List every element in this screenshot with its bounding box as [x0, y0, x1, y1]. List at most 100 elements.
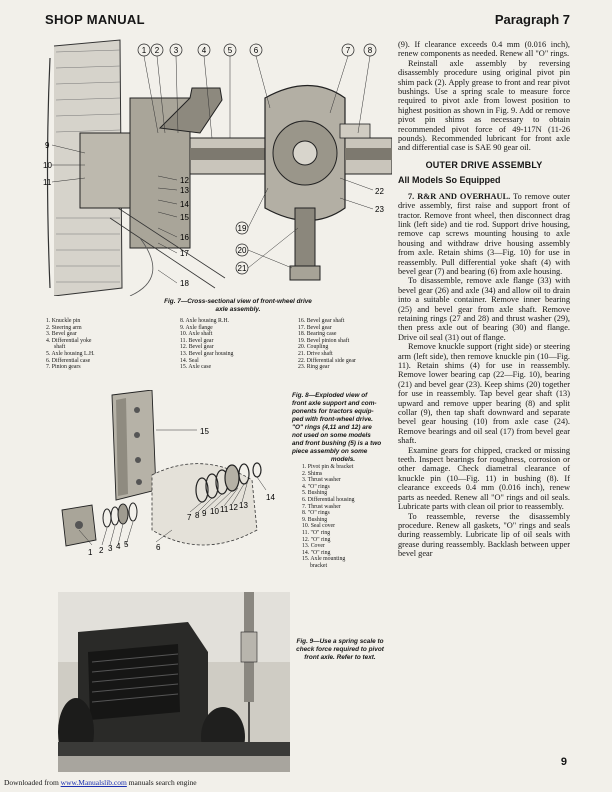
legend-item: 13. Cover [302, 543, 325, 550]
body-paragraph: To reassemble, reverse the disassembly p… [398, 511, 570, 559]
fig8-callout: 14 [266, 493, 275, 502]
fig8-callout: 7 [187, 513, 192, 522]
body-paragraph: 7. R&R AND OVERHAUL. To remove outer dri… [398, 192, 570, 277]
footer: Downloaded from www.Manualslib.com manua… [4, 778, 197, 787]
fig9-front-axle [58, 742, 290, 756]
fig9-photo [58, 592, 290, 772]
body-paragraph: Examine gears for chipped, cracked or mi… [398, 445, 570, 512]
page-number: 9 [560, 756, 567, 768]
footer-link[interactable]: www.Manualslib.com [60, 778, 127, 787]
subsection-heading: All Models So Equipped [398, 175, 501, 186]
fig7-callout: 8 [368, 46, 373, 55]
fig7-callouts-bottom: 19 20 21 [235, 221, 249, 275]
fig7-callout: 22 [375, 187, 384, 196]
fig8-callout: 12 [229, 503, 238, 512]
fig7-callout: 15 [180, 213, 189, 222]
fig7-caption-line: Fig. 7—Cross-sectional view of front-whe… [164, 298, 312, 305]
fig9-scale-body [240, 631, 258, 663]
fig8-caption-line: ped with front-wheel drive. [292, 416, 373, 423]
legend-item: 14. Seal [180, 357, 199, 364]
legend-item: 11. "O" ring [302, 529, 331, 536]
fig7-callout: 18 [180, 279, 189, 288]
legend-item: 8. Axle housing R.H. [180, 318, 229, 324]
fig8-bolt-hole [135, 457, 141, 463]
fig7-callout: 10 [43, 161, 52, 170]
fig7-callout: 11 [43, 178, 52, 187]
fig7-caption-line: axle assembly. [215, 306, 261, 313]
legend-item: 2. Steering arm [46, 324, 82, 331]
legend-item: 1. Knuckle pin [46, 318, 81, 324]
legend-item: 22. Differential side gear [298, 357, 356, 364]
footer-suffix: manuals search engine [126, 778, 197, 787]
body-paragraph: Reinstall axle assembly by reversing dis… [398, 58, 570, 153]
fig7-callouts-top: 1 2 3 4 5 6 7 8 [137, 43, 377, 57]
fig8-callout: 13 [239, 501, 248, 510]
fig7-callout: 7 [346, 46, 351, 55]
fig7-callout: 16 [180, 233, 189, 242]
fig8-callout: 11 [220, 505, 229, 514]
fig7-callouts-right: 22 23 [375, 187, 384, 214]
fig7-callout: 4 [202, 46, 207, 55]
fig7-cross-section-drawing: 1 2 3 4 5 6 7 8 9 10 11 12 13 14 15 16 1… [43, 39, 392, 296]
legend-item: 10. Seal cover [302, 523, 335, 530]
legend-item: 15. Axle case [180, 364, 212, 371]
legend-item: 4. Differential yoke [46, 337, 92, 344]
legend-item: 9. Bushing [302, 516, 328, 523]
fig7-callout: 23 [375, 205, 384, 214]
fig8-caption-line: front axle support and com- [292, 400, 377, 407]
fig8-callout: 10 [210, 507, 219, 516]
fig9-grille [88, 644, 180, 720]
fig7-caption: Fig. 7—Cross-sectional view of front-whe… [118, 298, 358, 314]
fig8-caption-line: Fig. 8—Exploded view of [292, 392, 368, 399]
fig7-legend-col2: 8. Axle housing R.H. 9. Axle flange 10. … [180, 318, 233, 371]
legend-item: 6. Differential housing [302, 496, 355, 503]
fig7-callout: 6 [254, 46, 259, 55]
fig8-callout: 15 [200, 427, 209, 436]
legend-item: 7. Thrust washer [302, 503, 341, 510]
legend-item: bracket [310, 562, 328, 569]
legend-item: 6. Differential case [46, 357, 91, 364]
legend-item: 8. "O" rings [302, 510, 330, 517]
fig8-callout: 3 [108, 544, 113, 553]
fig7-callout: 9 [45, 141, 50, 150]
fig8-caption-line: and front bushing (5) is a two [292, 440, 382, 447]
legend-item: 13. Bevel gear housing [180, 350, 234, 357]
fig7-lower-tire [109, 207, 226, 296]
fig8-legend: 1. Pivot pin & bracket 2. Shims 3. Thrus… [302, 464, 355, 570]
body-text-column: (9). If clearance exceeds 0.4 mm (0.016 … [398, 40, 570, 559]
fig7-legend-col3: 16. Bevel gear shaft 17. Bevel gear 18. … [298, 318, 356, 371]
fig9-caption-line: front axle. Refer to text. [304, 654, 376, 661]
fig7-leader-lines [51, 55, 374, 284]
fig7-callout: 19 [238, 224, 247, 233]
fig7-side-gear [292, 140, 318, 166]
paragraph-body: To remove outer drive assembly, first ra… [398, 191, 570, 276]
legend-item: 16. Bevel gear shaft [298, 318, 345, 324]
fig7-callouts-mid: 12 13 14 15 16 17 18 [180, 176, 189, 288]
fig8-caption: Fig. 8—Exploded view of front axle suppo… [292, 392, 394, 464]
legend-item: 3. Bevel gear [46, 331, 77, 338]
legend-item: 21. Drive shaft [298, 350, 333, 357]
paragraph-heading: 7. R&R AND OVERHAUL. [408, 191, 511, 201]
legend-item: 15. Axle mounting [302, 556, 346, 563]
fig7-callout: 20 [238, 246, 247, 255]
legend-item: 5. Axle housing L.H. [46, 350, 95, 357]
fig8-caption-line: not used on some models [292, 432, 371, 439]
fig8-callout: 8 [195, 511, 200, 520]
legend-item: 19. Bevel pinion shaft [298, 337, 350, 344]
body-paragraph: To disassemble, remove axle flange (33) … [398, 276, 570, 342]
fig8-caption-line: models. [330, 456, 356, 463]
legend-item: 4. "O" rings [302, 483, 330, 490]
fig8-caption-line: ponents for tractors equip- [292, 408, 374, 415]
fig7-hub [79, 132, 136, 209]
legend-item: 18. Bearing case [298, 331, 337, 338]
body-paragraph: (9). If clearance exceeds 0.4 mm (0.016 … [398, 40, 570, 59]
fig8-exploded-view-drawing: 1 2 3 4 5 6 7 8 9 10 11 12 13 14 15 [61, 390, 275, 557]
legend-item: 23. Ring gear [298, 364, 330, 371]
fig8-bolt-hole [136, 479, 142, 485]
fig7-callout: 12 [180, 176, 189, 185]
legend-item: 3. Thrust washer [302, 477, 341, 484]
fig7-callouts-left: 9 10 11 [43, 141, 52, 187]
fig7-callout: 13 [180, 186, 189, 195]
legend-item: 7. Pinion gears [46, 364, 81, 371]
